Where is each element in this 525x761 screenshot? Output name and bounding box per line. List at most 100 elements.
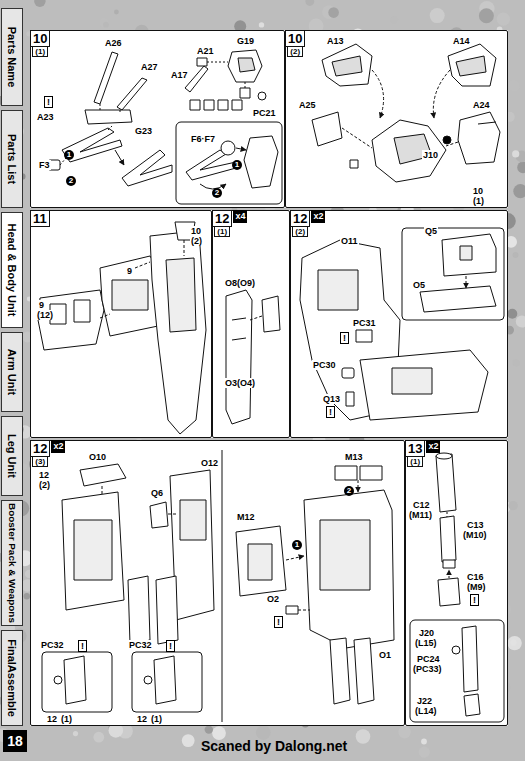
part-callout: (L15) — [414, 638, 438, 648]
part-callout: (PC33) — [412, 664, 443, 674]
part-callout: (M10) — [462, 530, 488, 540]
scan-credit: Scaned by Dalong.net — [200, 738, 348, 754]
section-tab: FinalAssemble — [1, 630, 23, 726]
step-header-stack: 13(1) — [405, 440, 425, 467]
part-callout: A26 — [104, 38, 123, 48]
part-callout: (12) — [36, 310, 54, 320]
part-callout: M12 — [236, 512, 256, 522]
part-callout: Q5 — [424, 226, 438, 236]
step-number: 13 — [405, 440, 425, 457]
step-header: 12(1)x4 — [212, 210, 247, 237]
step-header-stack: 11 — [30, 210, 50, 227]
part-callout: (1) — [150, 714, 163, 724]
step-number: 10 — [285, 30, 305, 47]
part-callout: 12 — [46, 714, 58, 724]
part-callout: C16 — [466, 572, 485, 582]
step-count: x2 — [311, 210, 325, 223]
part-callout: A24 — [472, 100, 491, 110]
part-callout: O2 — [266, 594, 280, 604]
part-callout: J20 — [418, 628, 435, 638]
tab-label: FinalAssemble — [6, 639, 18, 717]
step-sub-number: (1) — [32, 47, 48, 57]
step-order: 1 — [232, 160, 242, 170]
tab-label: Arm Unit — [6, 349, 18, 395]
step-number: 12 — [290, 210, 310, 227]
part-callout: F6·F7 — [190, 134, 216, 144]
tab-label: Parts Name — [6, 27, 18, 88]
part-callout: 12 — [38, 470, 50, 480]
part-callout: PC24 — [416, 654, 441, 664]
step-header: 13(1)x2 — [405, 440, 440, 467]
part-callout: M13 — [344, 452, 364, 462]
part-callout: O1 — [378, 650, 392, 660]
step-sub-number: (3) — [32, 457, 48, 467]
step-sub-number: (2) — [292, 227, 308, 237]
part-callout: PC31 — [352, 318, 377, 328]
step-panel: 11 — [30, 210, 212, 438]
step-number: 11 — [30, 210, 50, 227]
step-sub-number: (1) — [407, 457, 423, 467]
step-header: 10(1) — [30, 30, 50, 57]
part-callout: O8(O9) — [224, 278, 256, 288]
part-callout: (2) — [190, 236, 203, 246]
section-tab: Arm Unit — [1, 332, 23, 412]
part-callout: (2) — [38, 480, 51, 490]
part-callout: A17 — [170, 70, 189, 80]
step-panel: 12(3)x2 — [30, 440, 405, 726]
tab-label: Parts List — [6, 134, 18, 184]
step-header: 10(2) — [285, 30, 305, 57]
part-callout: C12 — [412, 500, 431, 510]
caution-mark: ! — [340, 332, 349, 344]
part-callout: (1) — [472, 196, 485, 206]
step-order: 1 — [292, 540, 302, 550]
part-callout: PC32 — [40, 640, 65, 650]
tab-label: Head & Body Unit — [6, 224, 18, 317]
step-header: 11 — [30, 210, 50, 227]
section-tab: Parts Name — [1, 8, 23, 106]
caution-mark: ! — [166, 640, 175, 652]
part-callout: Q13 — [322, 394, 341, 404]
part-callout: A14 — [452, 36, 471, 46]
step-sub-number: (1) — [214, 227, 230, 237]
part-callout: F3 — [38, 160, 51, 170]
step-order: 2 — [344, 486, 354, 496]
step-header-stack: 12(2) — [290, 210, 310, 237]
part-callout: 9 — [38, 300, 45, 310]
step-number: 12 — [212, 210, 232, 227]
page-number: 18 — [3, 730, 27, 752]
part-callout: PC32 — [128, 640, 153, 650]
part-callout: J22 — [416, 696, 433, 706]
part-callout: G19 — [236, 36, 255, 46]
part-callout: O12 — [200, 458, 219, 468]
part-callout: 12 — [136, 714, 148, 724]
part-callout: A27 — [140, 62, 159, 72]
step-number: 12 — [30, 440, 50, 457]
part-callout: (M11) — [408, 510, 433, 520]
part-callout: 10 — [472, 186, 484, 196]
step-header: 12(3)x2 — [30, 440, 65, 467]
part-callout: G23 — [134, 126, 153, 136]
step-number: 10 — [30, 30, 50, 47]
part-callout: O11 — [340, 236, 359, 246]
step-order: 1 — [64, 150, 74, 160]
caution-mark: ! — [44, 96, 53, 108]
part-callout: A21 — [196, 46, 215, 56]
step-header-stack: 10(2) — [285, 30, 305, 57]
part-callout: O10 — [88, 452, 107, 462]
step-count: x4 — [233, 210, 247, 223]
section-tab: Head & Body Unit — [1, 212, 23, 328]
step-header: 12(2)x2 — [290, 210, 325, 237]
part-callout: O5 — [412, 280, 426, 290]
step-panel: 12(1)x4 — [212, 210, 290, 438]
section-tab: Leg Unit — [1, 416, 23, 496]
part-callout: J10 — [422, 150, 439, 160]
step-count: x2 — [426, 440, 440, 453]
part-callout: A25 — [298, 100, 317, 110]
part-callout: PC21 — [252, 108, 277, 118]
caution-mark: ! — [274, 616, 283, 628]
page-number-text: 18 — [3, 730, 27, 752]
tab-label: Leg Unit — [6, 434, 18, 478]
step-sub-number: (2) — [287, 47, 303, 57]
part-callout: (L14) — [414, 706, 438, 716]
part-callout: (M9) — [466, 582, 487, 592]
